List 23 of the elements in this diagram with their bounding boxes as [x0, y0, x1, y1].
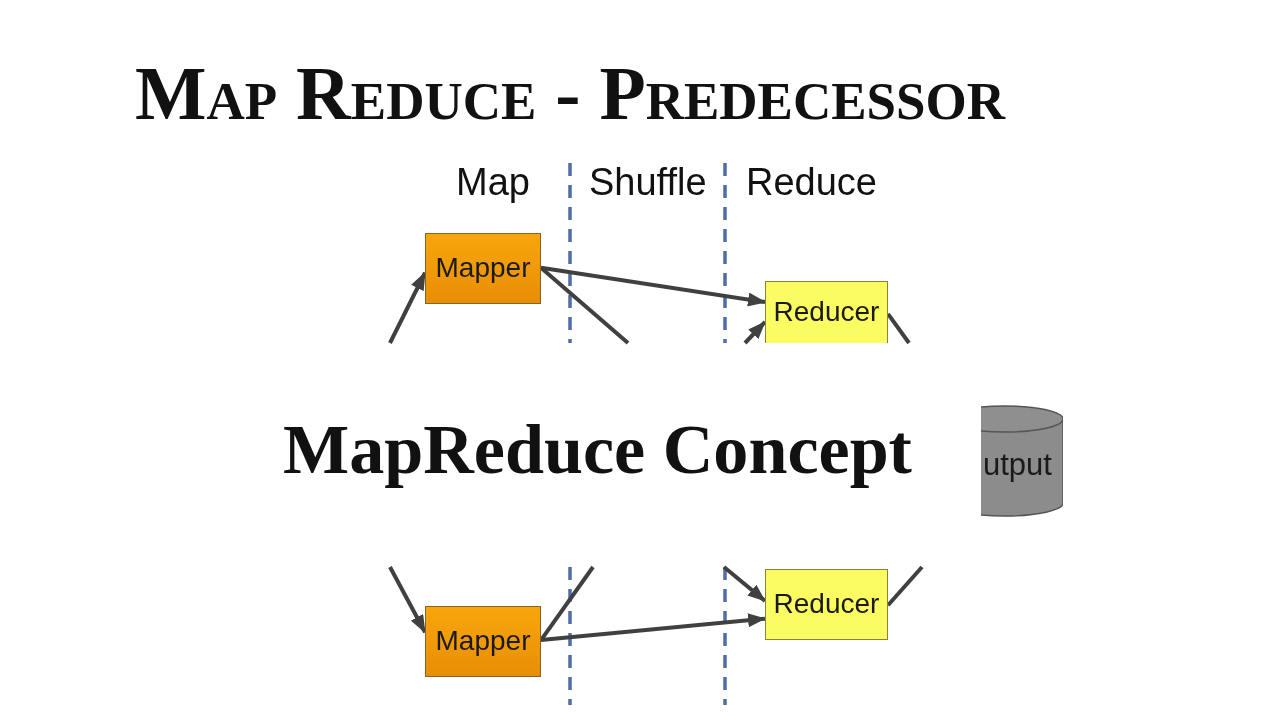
node-label: utput: [983, 447, 1052, 483]
process-box: [765, 569, 888, 640]
arrow: [743, 320, 767, 345]
arrow: [540, 265, 766, 307]
node-label: Mapper: [435, 626, 531, 657]
arrow: [540, 613, 766, 643]
connector-line: [886, 312, 911, 345]
arrow: [388, 566, 427, 634]
node-label: Mapper: [435, 253, 531, 284]
node-label: Reducer: [773, 589, 880, 620]
slide-title: Map Reduce - Predecessor: [135, 55, 1005, 132]
arrow: [388, 271, 427, 344]
process-box: [425, 233, 541, 304]
overlay-heading: MapReduce Concept: [283, 415, 912, 486]
arrow: [722, 565, 767, 603]
phase-label: Reduce: [746, 163, 877, 201]
phase-label: Map: [456, 163, 530, 201]
database-cylinder: [981, 405, 1063, 517]
process-box: [425, 606, 541, 677]
connector-line: [886, 565, 924, 607]
phase-label: Shuffle: [589, 163, 707, 201]
node-label: Reducer: [773, 297, 880, 328]
process-box: [765, 281, 888, 343]
